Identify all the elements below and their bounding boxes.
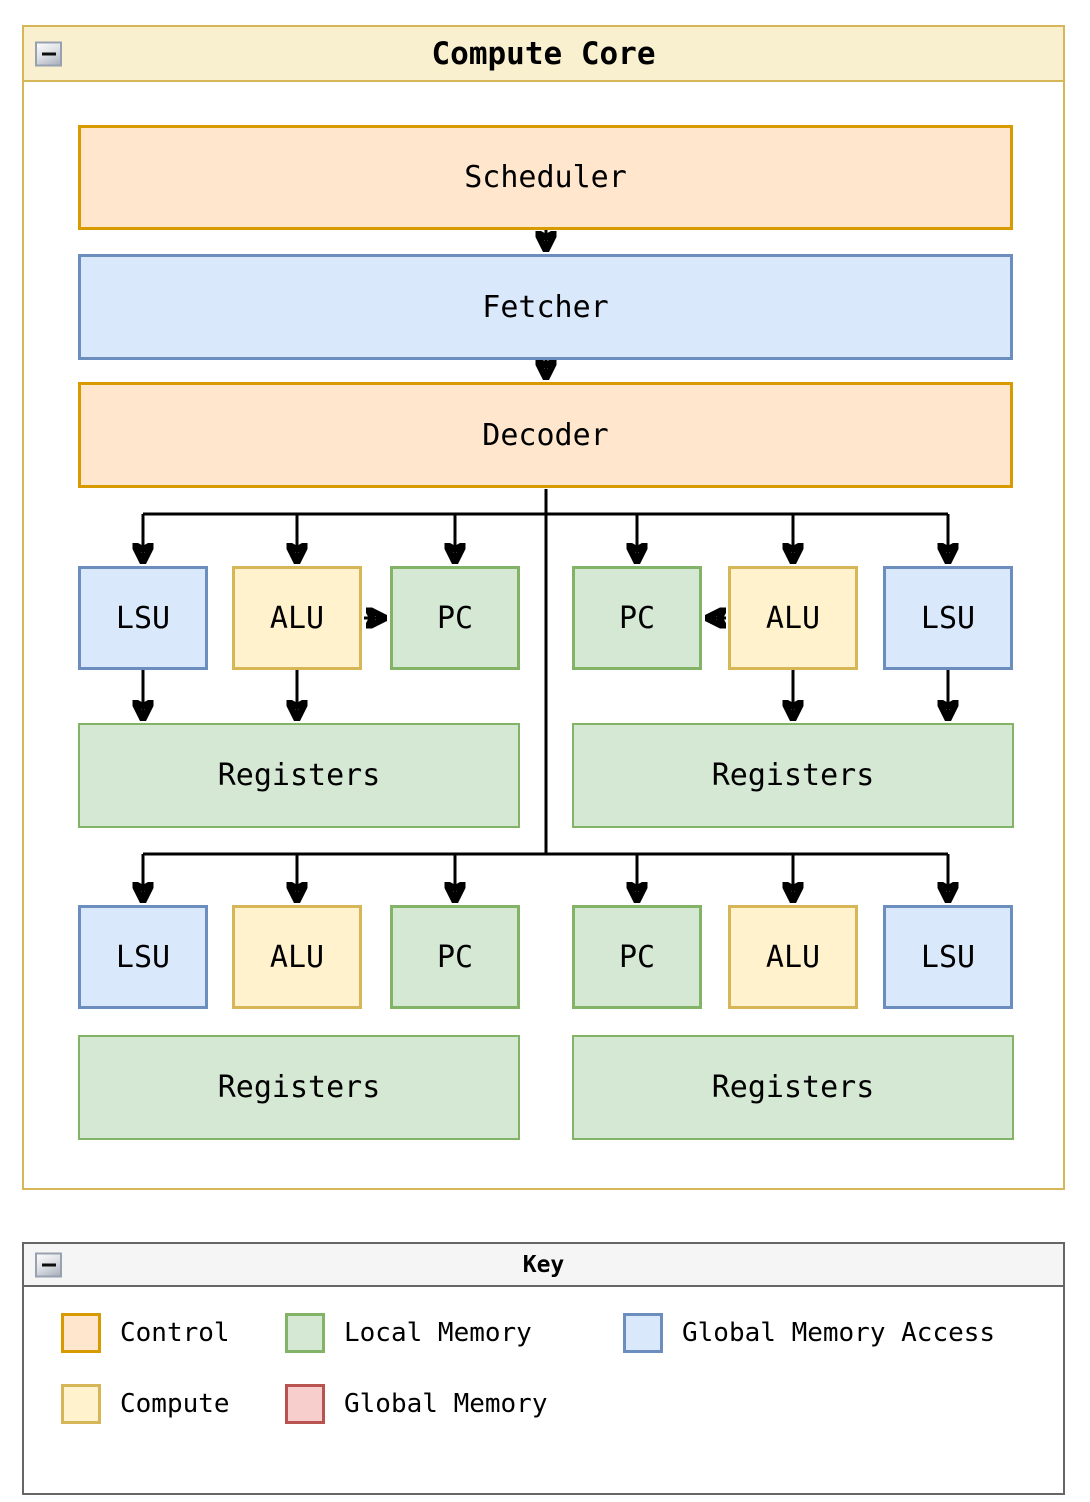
pc-node: PC	[390, 905, 520, 1009]
collapse-button[interactable]	[35, 41, 62, 66]
key-title: Key	[522, 1251, 565, 1278]
lsu-node: LSU	[883, 905, 1013, 1009]
legend-item: Global Memory	[285, 1384, 548, 1424]
legend-item: Control	[61, 1313, 230, 1353]
legend-label: Local Memory	[344, 1318, 532, 1348]
key-titlebar: Key	[24, 1244, 1063, 1287]
control-swatch	[61, 1313, 101, 1353]
registers-node: Registers	[572, 1035, 1014, 1140]
fetcher-node: Fetcher	[78, 254, 1013, 360]
pc-node: PC	[390, 566, 520, 670]
collapse-button[interactable]	[35, 1252, 62, 1277]
global-memory-swatch	[285, 1384, 325, 1424]
legend-label: Control	[120, 1318, 230, 1348]
legend-label: Global Memory Access	[682, 1318, 996, 1348]
alu-node: ALU	[728, 905, 858, 1009]
legend-label: Global Memory	[344, 1389, 548, 1419]
local-memory-swatch	[285, 1313, 325, 1353]
key-body: Control Local Memory Global Memory Acces…	[24, 1287, 1063, 1495]
registers-node: Registers	[78, 1035, 520, 1140]
scheduler-node: Scheduler	[78, 125, 1013, 230]
registers-node: Registers	[78, 723, 520, 828]
alu-node: ALU	[232, 566, 362, 670]
minus-icon	[41, 1263, 56, 1266]
compute-swatch	[61, 1384, 101, 1424]
legend-label: Compute	[120, 1389, 230, 1419]
legend-item: Compute	[61, 1384, 230, 1424]
legend-item: Local Memory	[285, 1313, 532, 1353]
lsu-node: LSU	[78, 905, 208, 1009]
pc-node: PC	[572, 566, 702, 670]
minus-icon	[41, 52, 56, 55]
alu-node: ALU	[232, 905, 362, 1009]
pc-node: PC	[572, 905, 702, 1009]
key-window: Key Control Local Memory Global Memory A…	[22, 1242, 1065, 1495]
global-memory-access-swatch	[623, 1313, 663, 1353]
lsu-node: LSU	[78, 566, 208, 670]
alu-node: ALU	[728, 566, 858, 670]
lsu-node: LSU	[883, 566, 1013, 670]
window-title: Compute Core	[431, 35, 656, 72]
decoder-node: Decoder	[78, 382, 1013, 488]
compute-core-titlebar: Compute Core	[24, 27, 1063, 82]
legend-item: Global Memory Access	[623, 1313, 995, 1353]
registers-node: Registers	[572, 723, 1014, 828]
